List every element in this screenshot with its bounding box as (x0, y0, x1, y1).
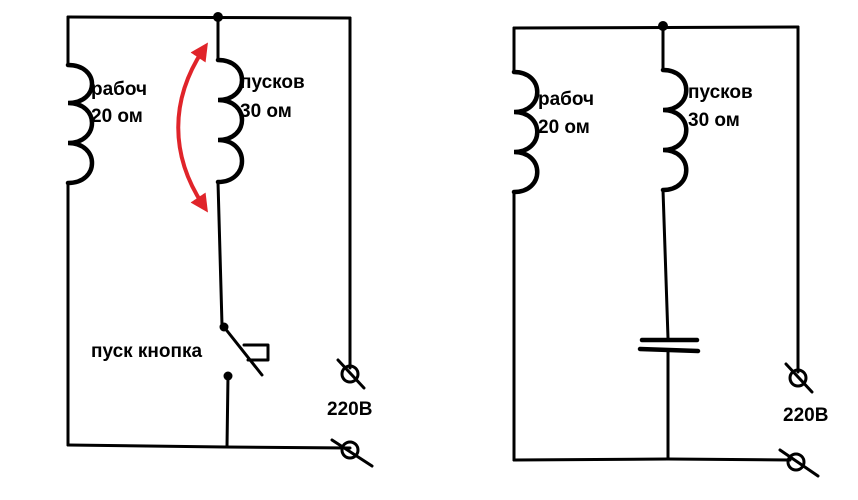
left-push-button-label: пуск кнопка (91, 341, 203, 362)
left-terminal-top (336, 358, 366, 390)
right-start-coil-name: пусков (688, 82, 753, 103)
right-voltage-label: 220В (783, 405, 829, 426)
right-start-coil-resistance: 30 ом (688, 110, 740, 131)
left-circuit (65, 12, 374, 468)
right-terminal-bottom (778, 448, 820, 478)
right-top-wire (512, 25, 800, 30)
right-working-coil-resistance: 20 ом (538, 117, 590, 138)
right-start-branch-mid (661, 188, 670, 340)
left-start-branch-mid (216, 180, 224, 327)
right-start-coil (660, 67, 689, 193)
right-working-coil-name: рабоч (538, 89, 595, 110)
left-working-coil (65, 62, 95, 186)
red-double-arrow (176, 42, 208, 213)
left-terminal-bottom (330, 438, 374, 468)
left-push-button (219, 322, 270, 449)
right-circuit (511, 21, 820, 478)
right-terminal-top (784, 362, 814, 394)
right-capacitor (637, 337, 701, 461)
left-top-wire (66, 15, 352, 20)
left-working-coil-resistance: 20 ом (91, 106, 143, 127)
left-start-coil (215, 57, 245, 185)
left-working-coil-name: рабоч (91, 79, 148, 100)
left-start-coil-resistance: 30 ом (240, 101, 292, 122)
left-start-coil-name: пусков (240, 72, 305, 93)
right-bottom-wire (512, 457, 792, 462)
right-working-coil (511, 69, 540, 195)
left-bottom-wire (66, 443, 352, 450)
left-voltage-label: 220В (327, 399, 373, 420)
